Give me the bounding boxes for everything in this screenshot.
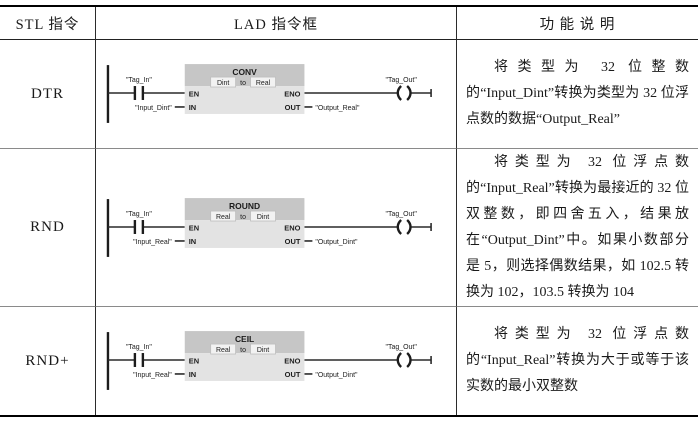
block-body [184, 353, 305, 381]
type-to-chip [250, 76, 276, 88]
output-tag-label: "Output_Dint" [315, 238, 358, 245]
input-tag-label: "Input_Real" [133, 238, 172, 245]
contact-symbol [133, 353, 145, 367]
output-tag-label: "Output_Dint" [315, 372, 358, 379]
type-conj-label: to [240, 214, 246, 221]
stl-instruction-rnd-plus: RND+ [0, 307, 96, 415]
type-from-label: Real [216, 214, 231, 221]
type-from-label: Real [216, 347, 231, 354]
pin-eno: ENO [284, 223, 300, 232]
function-block: CONV Dint to Real EN ENO IN OUT [184, 64, 305, 114]
instruction-table: STL 指令 LAD 指令框 功 能 说 明 DTR [0, 5, 698, 417]
coil-tag-label: "Tag_Out" [386, 211, 418, 218]
pin-in: IN [189, 103, 196, 112]
coil-tag-label: "Tag_Out" [386, 344, 418, 351]
lad-diagram-conv: "Tag_In" "Input_Dint" CONV Dint to Real … [96, 40, 457, 149]
wires [107, 356, 432, 375]
type-from-chip [210, 76, 237, 88]
description-text: 将类型为 32 位整数的“Input_Dint”转换为类型为 32 位浮点数的数… [466, 60, 689, 127]
input-tag-label: "Input_Dint" [135, 105, 172, 112]
pin-en: EN [189, 89, 199, 98]
block-title: CEIL [235, 334, 254, 344]
column-header-stl: STL 指令 [0, 7, 96, 40]
lad-diagram-ceil: "Tag_In" "Input_Real" CEIL Real to Dint … [96, 307, 457, 415]
column-header-desc: 功 能 说 明 [457, 7, 698, 40]
lad-diagram-round: "Tag_In" "Input_Real" ROUND Real to Dint… [96, 149, 457, 307]
description-cell-rnd-plus: 将类型为 32 位浮点数的“Input_Real”转换为大于或等于该实数的最小双… [457, 307, 698, 415]
contact-tag-label: "Tag_In" [126, 211, 152, 218]
description-text: 将类型为 32 位浮点数的“Input_Real”转换为最接近的 32 位双整数… [466, 154, 689, 300]
type-from-label: Dint [217, 80, 229, 87]
pin-in: IN [189, 370, 196, 379]
type-from-chip [210, 210, 237, 221]
description-text: 将类型为 32 位浮点数的“Input_Real”转换为大于或等于该实数的最小双… [466, 327, 689, 394]
coil-tag-label: "Tag_Out" [386, 77, 418, 84]
contact-tag-label: "Tag_In" [126, 344, 152, 351]
pin-out: OUT [285, 103, 301, 112]
contact-tag-label: "Tag_In" [126, 77, 152, 84]
function-block: CEIL Real to Dint EN ENO IN OUT [184, 331, 305, 381]
lad-svg-ceil: "Tag_In" "Input_Real" CEIL Real to Dint … [106, 331, 432, 390]
description-cell-dtr: 将类型为 32 位整数的“Input_Dint”转换为类型为 32 位浮点数的数… [457, 40, 698, 149]
wires [107, 222, 432, 242]
function-block: ROUND Real to Dint EN ENO IN OUT [184, 197, 305, 248]
pin-in: IN [189, 236, 196, 245]
output-tag-label: "Output_Real" [315, 105, 360, 112]
block-title: CONV [232, 67, 257, 77]
pin-out: OUT [285, 370, 301, 379]
block-title: ROUND [229, 201, 260, 211]
pin-out: OUT [285, 236, 301, 245]
pin-eno: ENO [284, 89, 300, 98]
type-to-chip [250, 343, 276, 355]
contact-symbol [133, 86, 145, 100]
stl-instruction-dtr: DTR [0, 40, 96, 149]
type-conj-label: to [240, 80, 246, 87]
type-to-label: Dint [257, 347, 269, 354]
contact-symbol [133, 219, 145, 234]
lad-svg-round: "Tag_In" "Input_Real" ROUND Real to Dint… [106, 197, 432, 257]
column-header-lad: LAD 指令框 [96, 7, 457, 40]
block-body [184, 86, 305, 114]
pin-en: EN [189, 356, 199, 365]
type-to-chip [250, 210, 276, 221]
input-tag-label: "Input_Real" [133, 372, 172, 379]
type-from-chip [210, 343, 237, 355]
pin-en: EN [189, 223, 199, 232]
block-body [184, 219, 305, 248]
coil-symbol [396, 352, 412, 368]
type-conj-label: to [240, 347, 246, 354]
coil-symbol [396, 218, 412, 235]
wires [107, 89, 432, 108]
type-to-label: Real [256, 80, 271, 87]
lad-svg-conv: "Tag_In" "Input_Dint" CONV Dint to Real … [106, 64, 432, 123]
stl-instruction-rnd: RND [0, 149, 96, 307]
type-to-label: Dint [257, 214, 269, 221]
description-cell-rnd: 将类型为 32 位浮点数的“Input_Real”转换为最接近的 32 位双整数… [457, 149, 698, 307]
coil-symbol [396, 85, 412, 101]
pin-eno: ENO [284, 356, 300, 365]
